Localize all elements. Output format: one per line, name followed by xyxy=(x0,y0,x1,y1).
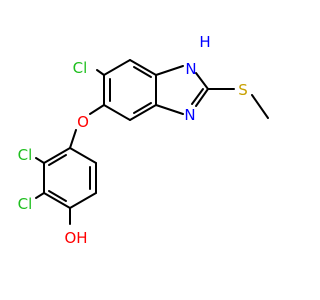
bonds xyxy=(35,59,269,225)
bond xyxy=(251,94,269,119)
bond xyxy=(191,88,204,105)
hydroxyl-group-label: OH xyxy=(64,229,87,247)
structure-diagram: Cl N H N S O Cl Cl OH xyxy=(17,33,269,247)
bond xyxy=(195,88,209,107)
bond xyxy=(129,104,157,121)
bond xyxy=(48,154,67,166)
molecule-drawing: Cl N H N S O Cl Cl OH xyxy=(18,33,269,247)
bond xyxy=(43,147,71,164)
bond xyxy=(155,65,184,76)
oxygen-atom-label: O xyxy=(77,113,89,131)
sulfur-atom-label: S xyxy=(238,81,248,99)
chlorine-atom-label: Cl xyxy=(18,146,33,164)
atom-labels: Cl N H N S O Cl Cl OH xyxy=(18,33,248,247)
bond xyxy=(103,59,131,76)
bond xyxy=(43,192,71,209)
bond xyxy=(96,69,105,76)
bond xyxy=(133,66,152,78)
bond xyxy=(69,192,97,209)
chlorine-atom-label: Cl xyxy=(73,59,88,77)
bond xyxy=(35,157,45,164)
bond xyxy=(48,190,67,202)
bond xyxy=(69,147,97,164)
bond xyxy=(69,129,77,149)
bond xyxy=(35,192,45,199)
bond xyxy=(133,102,152,114)
bond xyxy=(155,104,184,115)
bond xyxy=(129,59,157,76)
nitrogen-atom-label: N xyxy=(184,106,195,124)
bond xyxy=(89,104,105,115)
chlorine-atom-label: Cl xyxy=(18,195,33,213)
bond xyxy=(195,72,209,90)
hydrogen-atom-label: H xyxy=(199,33,210,51)
nitrogen-atom-label: N xyxy=(185,60,196,78)
bond xyxy=(103,104,131,121)
